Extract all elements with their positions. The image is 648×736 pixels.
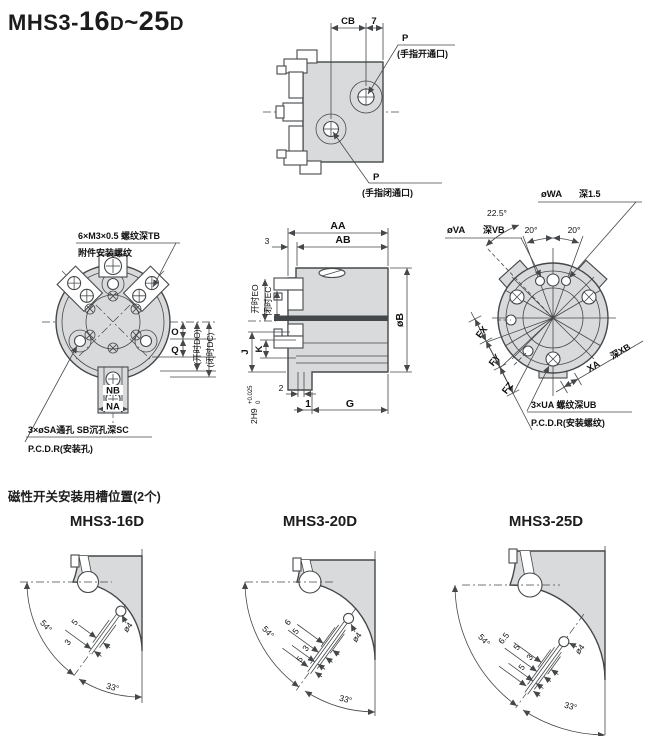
dim-g-label: G (346, 398, 354, 410)
attach-thread-note-line2: 附件安装螺纹 (78, 247, 133, 258)
angle-20-left-label: 20° (525, 225, 538, 235)
slot-dim-label: 6 (282, 617, 293, 627)
dim-1-label: 1 (305, 398, 311, 410)
angle-inner-label: 33° (105, 681, 120, 694)
mount-hole-note-line1: 3×øSA通孔 SB沉孔深SC (28, 424, 129, 435)
keyway-tolerance: 2H9 +0.025 0 (248, 385, 262, 424)
keyway-tol-lower: 0 (256, 400, 262, 404)
port-close-label: P (373, 172, 380, 183)
angle-20-right-label: 20° (568, 225, 581, 235)
dim-k-label: K (254, 345, 265, 352)
ua-thread-note-line2: P.C.D.R(安装螺纹) (531, 417, 605, 428)
dim-nb-label: NB (106, 386, 120, 397)
dim-3-label: 3 (265, 236, 270, 246)
switch-view-title-20d: MHS3-20D (282, 513, 358, 530)
rear-view: 22.5° 20° 20° øWA 深1.5 øVA 深VB FX (445, 188, 644, 431)
hole-dia-label: ø4 (573, 642, 587, 656)
model-to-type: D (169, 14, 185, 35)
angle-inner-label: 33° (338, 693, 353, 706)
hub-screws (84, 290, 142, 354)
keyway-code: 2H9 (249, 408, 259, 424)
dim-o-label: O (171, 327, 178, 338)
angled-switch-groove (64, 604, 127, 678)
slot-dim-label: 5 (294, 654, 305, 664)
angle-225-label: 22.5° (487, 208, 507, 218)
dim-j-label: J (240, 349, 251, 354)
dim-do-label: (开时DO) (192, 329, 202, 365)
angled-switch-groove (282, 607, 357, 691)
dim-fx-label: FX (474, 324, 491, 341)
port-open-note: (手指开通口) (397, 48, 448, 59)
dim-wa-depth: 深1.5 (579, 188, 601, 199)
dim-q-label: Q (171, 345, 178, 356)
angle-outer-label: 54° (476, 632, 492, 648)
slot-dim-label: 5 (516, 662, 527, 672)
slot-dim-label: 3 (62, 637, 73, 647)
va-hole (534, 275, 546, 287)
model-from-size: 16 (78, 6, 110, 36)
ua-thread-note-line1: 3×UA 螺纹深UB (531, 399, 597, 410)
front-view: O Q (开时DO) (闭时DC) NB NA 6×M3×0.5 螺纹深TB 附… (24, 230, 218, 454)
model-to-size: 25 (138, 6, 170, 36)
wa-hole (560, 275, 572, 287)
top-side-view: CB 7 P (手指开通口) P (手指闭通口) (263, 16, 455, 198)
section-view: AA AB 3 开时EO 闭时EC øB J K (240, 220, 412, 424)
port-close-note: (手指闭通口) (362, 187, 413, 198)
angle-inner-label: 33° (563, 700, 578, 713)
dim-b-label: øB (394, 313, 406, 327)
model-separator: ~ (124, 9, 139, 36)
dim-2-label: 2 (279, 383, 284, 393)
keyway-tol-upper: +0.025 (248, 385, 254, 404)
attach-thread-note-line1: 6×M3×0.5 螺纹深TB (78, 230, 161, 241)
switch-view-title-25d: MHS3-25D (508, 513, 584, 530)
port-open-label: P (402, 33, 409, 44)
switch-groove-view-20d: 6 5 3 5 ø4 54° 33° (241, 551, 376, 716)
hole-dia-label: ø4 (350, 630, 364, 644)
mount-hole (68, 329, 92, 353)
dim-va-depth: 深VB (483, 224, 505, 235)
slot-dim-label: 5 (69, 617, 80, 627)
dim-xb-depth: 深XB (608, 340, 633, 361)
dim-ab-label: AB (335, 234, 351, 246)
slot-dim-label: 3 (300, 643, 311, 653)
dim-dc-label: (闭时DC) (205, 332, 215, 367)
model-from-type: D (110, 14, 125, 35)
dim-wa-label: øWA (541, 189, 562, 200)
dim-eo-label: 开时EO (250, 284, 260, 314)
jaw-assembly-left (56, 265, 104, 313)
dim-cb-label: CB (341, 16, 355, 27)
dim-aa-label: AA (330, 220, 346, 232)
hole-dia-label: ø4 (121, 620, 135, 634)
slot-dim-label: 5 (290, 626, 301, 636)
switch-groove-view-25d: 6.5 5 3 5 ø4 54° 33° (451, 546, 606, 736)
angle-outer-label: 54° (260, 624, 276, 640)
mount-hole (134, 329, 158, 353)
dim-na-label: NA (106, 402, 120, 413)
mount-hole-note-line2: P.C.D.R(安装孔) (28, 443, 93, 454)
switch-groove-heading: 磁性开关安装用槽位置(2个) (8, 490, 161, 504)
dim-7-label: 7 (371, 16, 376, 27)
slot-dim-label: 3 (524, 652, 535, 662)
switch-groove-view-16d: 5 3 ø4 54° 33° (20, 549, 143, 703)
dim-ec-label: 闭时EC (263, 287, 273, 316)
switch-view-title-16d: MHS3-16D (69, 513, 145, 530)
dim-va-label: øVA (447, 225, 465, 236)
slot-dim-label: 6.5 (496, 630, 511, 646)
angle-outer-label: 54° (38, 618, 54, 634)
model-brand: MHS3- (8, 10, 79, 35)
angled-switch-groove (498, 613, 585, 709)
